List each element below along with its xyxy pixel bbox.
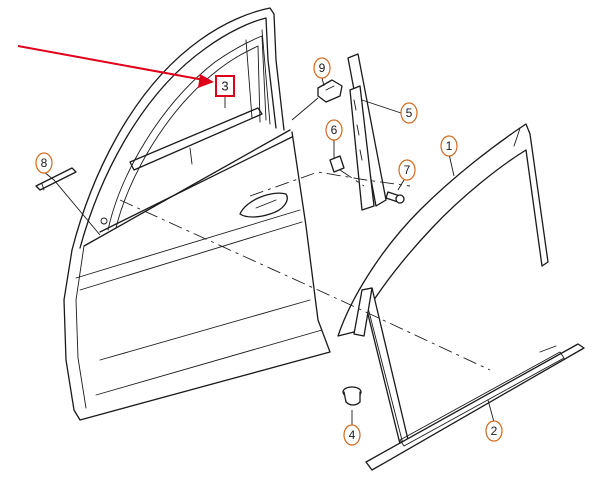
callout-1-label: 1 [446,139,453,153]
callout-9: 9 [313,57,331,79]
callout-5: 5 [400,102,418,124]
front-door-shell [63,7,331,421]
callout-1: 1 [440,135,458,157]
leader-lines [43,77,495,426]
callout-3-label: 3 [221,79,228,94]
assembly-lines [119,169,491,371]
callout-8: 8 [35,152,53,174]
callout-7-label: 7 [404,163,411,177]
callout-2-label: 2 [491,424,498,438]
small-trim-part [35,167,77,191]
bracket-part [317,79,343,103]
callout-4-label: 4 [349,428,356,442]
callout-8-label: 8 [41,156,48,170]
clip-part [329,155,345,173]
screw-part [385,191,405,204]
callout-9-label: 9 [319,61,326,75]
pointer-arrow [17,45,214,88]
callout-4: 4 [343,424,361,446]
callout-2: 2 [485,420,503,442]
plug-part [342,386,362,406]
callout-6-label: 6 [331,123,338,137]
callout-7: 7 [398,159,416,181]
callout-5-label: 5 [406,106,413,120]
callout-3-highlighted: 3 [215,75,235,97]
lower-seal-strip-part [365,343,585,471]
window-frame-trim-part [337,123,549,453]
callout-6: 6 [325,119,343,141]
pillar-cover-part [347,53,387,211]
